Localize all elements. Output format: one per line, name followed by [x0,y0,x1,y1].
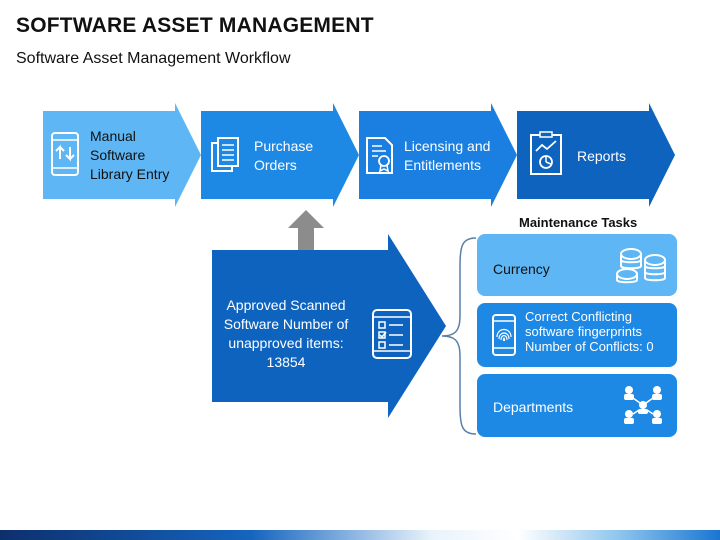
task-currency-label: Currency [493,261,550,277]
task-departments-label: Departments [493,399,574,415]
task-fingerprints: Correct Conflicting software fingerprint… [477,303,677,367]
workflow-step-purchase-orders-label: Purchase Orders [254,138,314,173]
workflow-step-reports-arrow [517,103,675,207]
task-fingerprints-label: Correct Conflicting software fingerprint… [525,309,654,354]
checklist-tablet-icon [372,309,412,359]
workflow-step-purchase-orders-arrow [201,103,359,207]
documents-icon [211,137,239,172]
coins-icon [616,248,666,284]
page-subtitle: Software Asset Management Workflow [16,50,291,67]
fingerprint-phone-icon [492,314,516,356]
mobile-sync-icon [51,132,79,176]
up-arrow [288,210,324,252]
approved-scanned-arrow [212,234,446,418]
approved-scanned-label: Approved Scanned Software Number of unap… [223,297,349,370]
page-title: SOFTWARE ASSET MANAGEMENT [16,14,374,37]
task-currency: Currency [477,234,677,296]
workflow-step-reports-label: Reports [577,148,627,164]
report-chart-icon [530,131,562,175]
workflow-step-manual-entry-label: Manual Software Library Entry [90,128,170,182]
maintenance-bracket [441,237,477,435]
network-people-icon [624,386,662,424]
certificate-icon [366,137,393,174]
workflow-step-manual-entry-arrow [43,103,201,207]
task-departments: Departments [477,374,677,437]
workflow-step-licensing-label: Licensing and Entitlements [404,138,491,173]
workflow-step-licensing-arrow [359,103,517,207]
maintenance-title: Maintenance Tasks [519,215,638,230]
bottom-decorative-bar [0,530,720,540]
